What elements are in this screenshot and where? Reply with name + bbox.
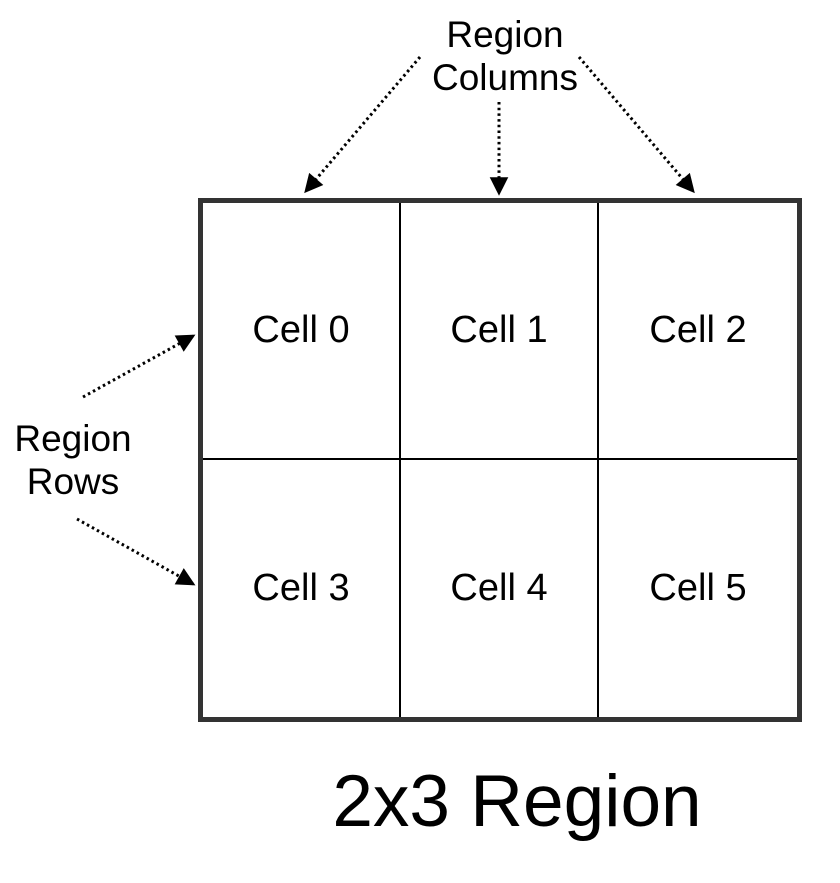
cell-3-label: Cell 3	[252, 567, 350, 609]
cell-1-label: Cell 1	[450, 309, 548, 351]
cell-4-label: Cell 4	[450, 567, 548, 609]
region-rows-arrow-bottom-icon	[76, 517, 196, 586]
cell-1: Cell 1	[401, 203, 599, 460]
cell-4: Cell 4	[401, 460, 599, 717]
region-grid: Cell 0 Cell 1 Cell 2 Cell 3 Cell 4 Cell …	[198, 198, 802, 722]
cell-2-label: Cell 2	[649, 309, 747, 351]
region-rows-arrow-top-icon	[82, 334, 196, 399]
cell-3: Cell 3	[203, 460, 401, 717]
region-rows-label: Region Rows	[14, 418, 132, 502]
cell-5-label: Cell 5	[649, 567, 747, 609]
diagram-title: 2x3 Region	[332, 761, 702, 842]
region-columns-label: Region Columns	[432, 14, 578, 98]
cell-0: Cell 0	[203, 203, 401, 460]
cell-2: Cell 2	[599, 203, 797, 460]
cell-5: Cell 5	[599, 460, 797, 717]
cell-0-label: Cell 0	[252, 309, 350, 351]
